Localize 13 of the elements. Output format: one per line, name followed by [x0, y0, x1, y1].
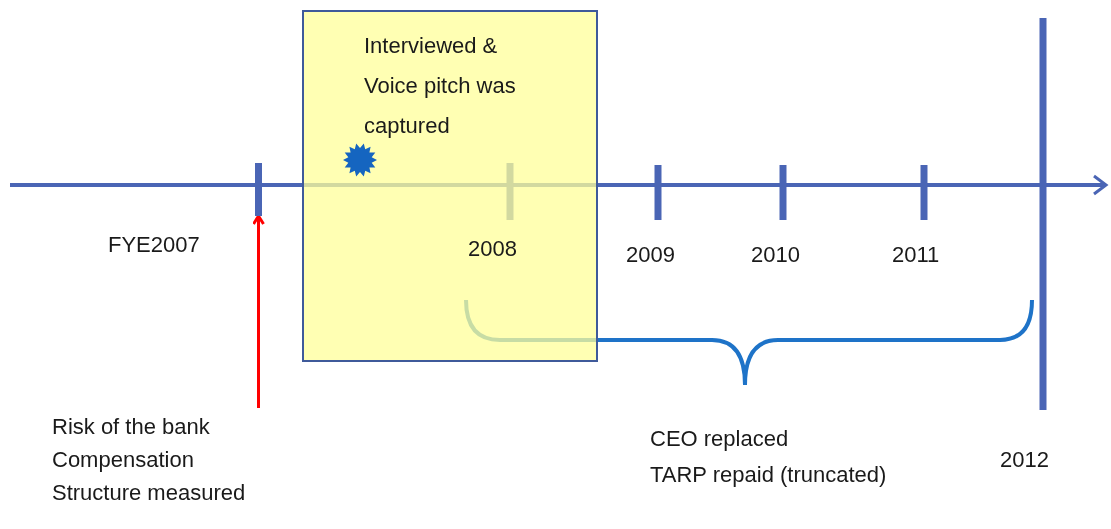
timeline-label: 2010: [751, 241, 800, 269]
timeline-label: 2011: [892, 241, 940, 269]
timeline-label: CEO replaced: [650, 425, 789, 453]
box-text: Interviewed & Voice pitch was captured: [363, 32, 517, 140]
timeline-label: FYE2007: [108, 231, 200, 259]
timeline-label: 2008: [468, 235, 517, 263]
timeline-label: TARP repaid (truncated): [650, 461, 887, 489]
note-text: Risk of the bank Compensation Structure measured: [52, 410, 267, 526]
timeline-label: 2012: [1000, 446, 1049, 474]
tick-mark: [255, 163, 262, 216]
highlight-box: [302, 10, 598, 362]
timeline-label: 2009: [626, 241, 675, 269]
arrow: [252, 214, 265, 408]
